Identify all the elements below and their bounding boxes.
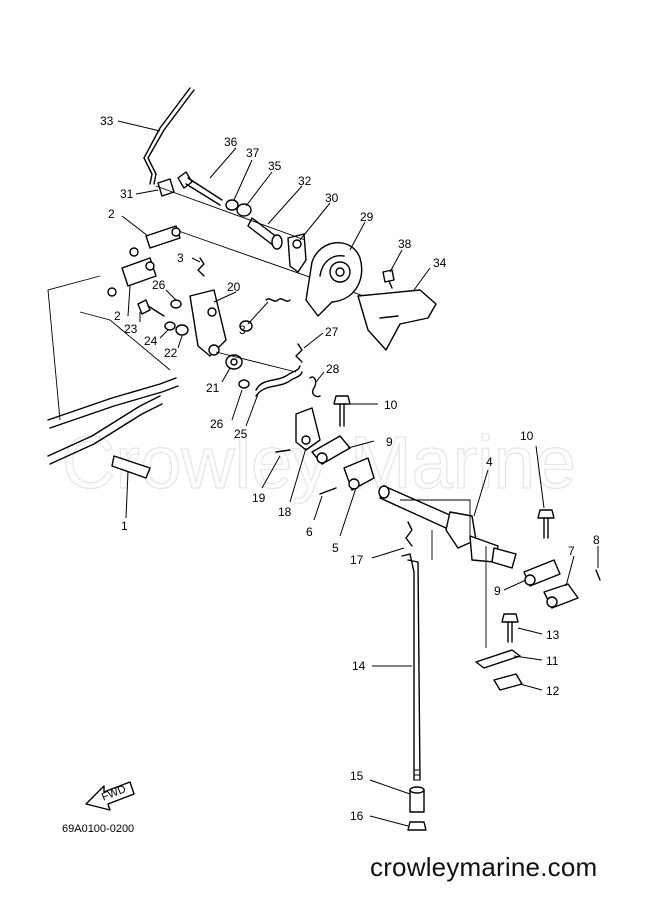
part-11-plate [475,649,521,669]
callout-13: 13 [546,628,560,642]
shaft-guide-line-upper [155,185,306,241]
callout-10b: 10 [520,429,534,443]
part-3-clip-upper [197,257,205,277]
part-5-joint [343,457,375,491]
callout-26b: 26 [210,417,224,431]
callout-21: 21 [206,381,220,395]
fwd-arrow: FWD [85,781,135,811]
part-18-arm [295,407,321,451]
callout-33: 33 [100,114,114,128]
part-2-joint-lower [121,257,157,287]
part-9-joint-upper [311,435,351,465]
callout-1: 1 [121,519,128,533]
callout-2b: 2 [114,309,121,323]
part-10-screw-lower [537,509,555,539]
part-29-cam [305,242,363,317]
part-19-pin [275,449,291,453]
part-6-pin [319,487,337,495]
part-28-clip [309,376,321,398]
part-3-clip-lower [265,298,291,302]
callout-8: 8 [593,533,600,547]
callout-4: 4 [486,455,493,469]
callout-24: 24 [144,334,158,348]
part-15-sleeve [409,786,425,813]
callout-23: 23 [124,322,138,336]
part-38-bolt [382,269,395,289]
callout-36: 36 [224,135,238,149]
part-2-joint-upper [145,225,181,249]
callout-9a: 9 [386,435,393,449]
callout-19: 19 [252,491,266,505]
shaft-guide-line [169,227,393,307]
callout-6: 6 [306,525,313,539]
callout-38: 38 [398,237,412,251]
part-25-link [255,365,303,397]
callout-32: 32 [298,174,312,188]
part-21-bushing [225,354,243,370]
part-24-washer [164,321,176,331]
part-34-plate [357,289,437,351]
part-13-screw [501,613,519,643]
link-line [215,351,297,373]
part-32-collar [247,217,283,250]
callout-25: 25 [234,427,248,441]
callout-35: 35 [268,159,282,173]
diagram-code: 69A0100-0200 [62,823,134,835]
callout-34: 34 [433,256,447,270]
callout-30: 30 [325,191,339,205]
part-1-cables [47,275,179,479]
nut-small [129,247,139,257]
part-37-washer [225,199,239,211]
part-33-rod [143,87,195,185]
callout-10a: 10 [384,398,398,412]
callout-28: 28 [326,362,340,376]
callout-12: 12 [546,684,560,698]
part-26-washer-c [238,379,250,389]
part-22-washer [175,324,189,336]
callout-14: 14 [352,659,366,673]
part-16-nut [407,821,427,831]
callout-2a: 2 [108,207,115,221]
part-26-washer [170,299,182,309]
callout-18: 18 [278,505,292,519]
part-9-joint-lower [523,559,561,587]
callout-22: 22 [164,346,178,360]
part-12-plate [493,673,523,691]
callout-17: 17 [350,553,364,567]
callout-27: 27 [325,325,339,339]
part-23-bolt [137,299,165,317]
part-7-joint [543,583,579,609]
callout-15: 15 [350,769,364,783]
callout-9b: 9 [494,584,501,598]
part-20-lever [189,289,227,357]
callout-29: 29 [360,210,374,224]
part-27-clip [295,343,303,363]
callout-26a: 26 [152,278,166,292]
part-17-clip [405,521,413,547]
callout-31: 31 [120,187,134,201]
part-30-bracket [287,233,307,273]
part-4-shaft-assembly [378,485,517,569]
callout-11: 11 [546,654,559,668]
part-14-long-rod [401,553,421,781]
part-8-pin [595,569,601,581]
part-31-clip [157,178,175,197]
nut-small-lower [107,287,117,297]
callout-3b: 3 [239,323,246,337]
callouts: 33 36 37 35 32 30 29 31 2 3 38 34 20 2 2… [100,114,600,827]
callout-37: 37 [246,146,260,160]
callout-16: 16 [350,809,364,823]
part-36-bolt [177,171,223,206]
callout-7: 7 [568,544,575,558]
part-35-washer [236,203,252,217]
callout-5: 5 [332,541,339,555]
site-url[interactable]: crowleymarine.com [370,852,598,882]
callout-3a: 3 [177,251,184,265]
callout-20: 20 [227,280,241,294]
